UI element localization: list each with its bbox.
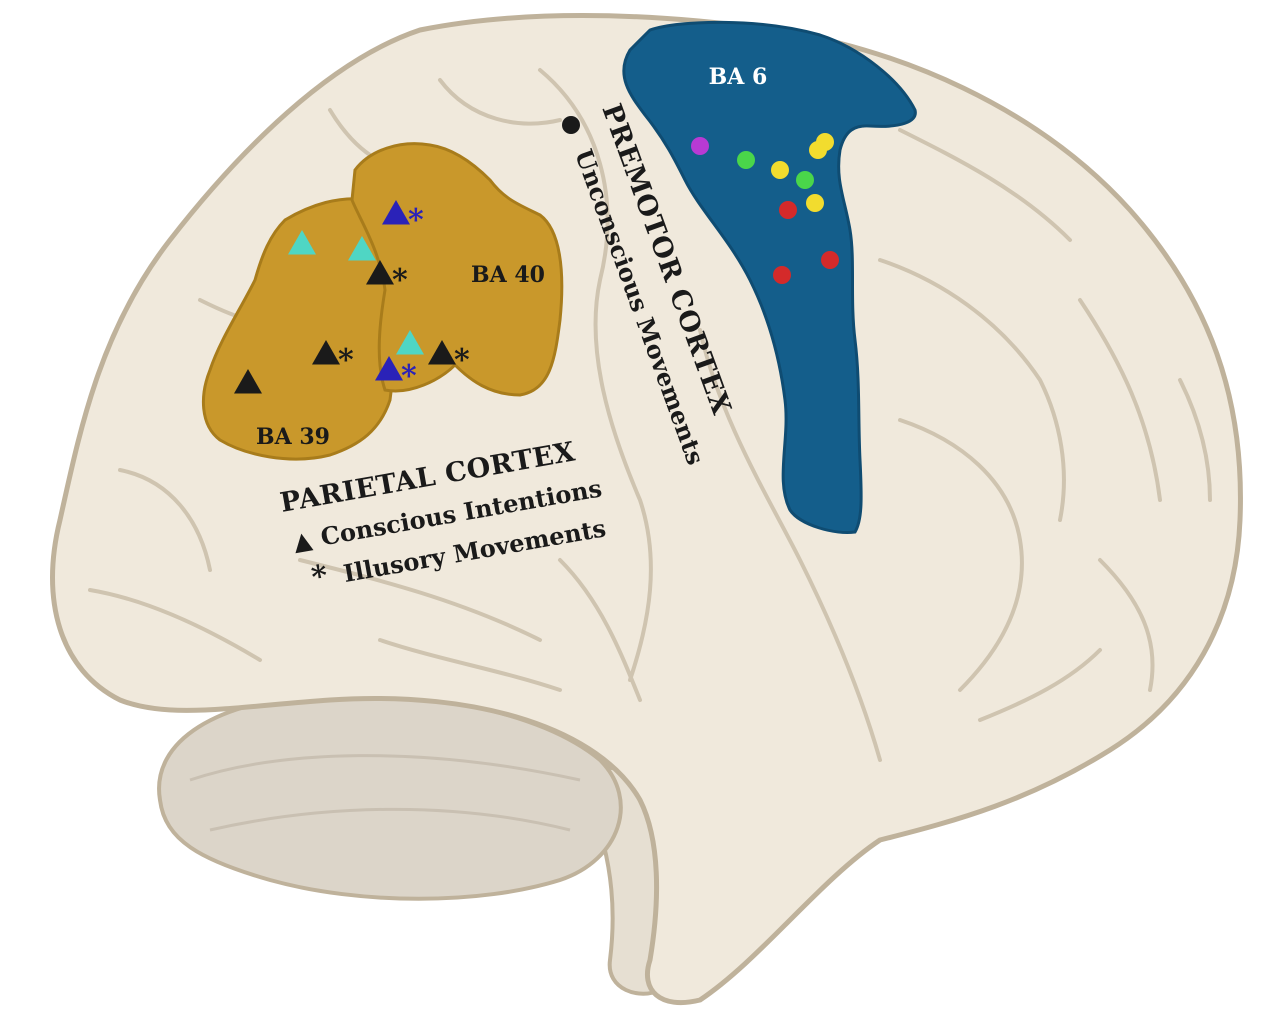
- ba40-label: BA 40: [471, 262, 545, 288]
- dot-marker: [816, 133, 834, 151]
- asterisk-marker: *: [454, 343, 470, 378]
- dot-marker: [821, 251, 839, 269]
- premotor-bullet-dot: [562, 116, 580, 134]
- dot-marker: [737, 151, 755, 169]
- dot-marker: [796, 171, 814, 189]
- dot-marker: [779, 201, 797, 219]
- dot-marker: [773, 266, 791, 284]
- ba39-label: BA 39: [256, 424, 330, 450]
- dot-marker: [691, 137, 709, 155]
- asterisk-marker: *: [392, 263, 408, 298]
- dot-marker: [806, 194, 824, 212]
- ba6-label: BA 6: [709, 64, 768, 90]
- dot-marker: [771, 161, 789, 179]
- asterisk-marker: *: [338, 343, 354, 378]
- asterisk-marker: *: [401, 359, 417, 394]
- asterisk-marker: *: [408, 203, 424, 238]
